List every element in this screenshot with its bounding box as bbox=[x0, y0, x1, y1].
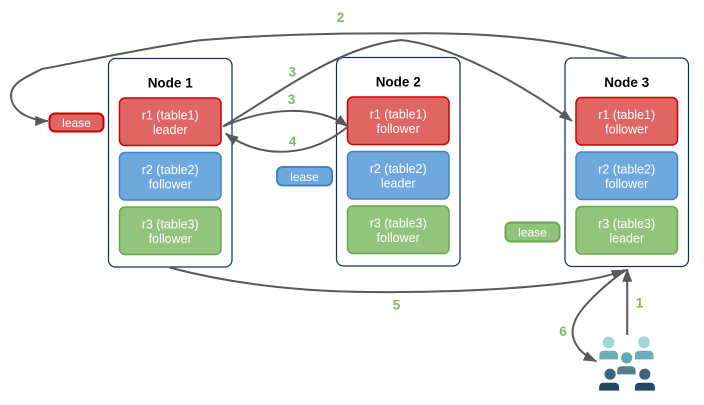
svg-text:r1 (table1): r1 (table1) bbox=[142, 109, 199, 123]
svg-text:Node 3: Node 3 bbox=[604, 75, 650, 90]
svg-text:follower: follower bbox=[149, 178, 192, 192]
svg-text:r3 (table3): r3 (table3) bbox=[142, 218, 199, 232]
svg-text:leader: leader bbox=[381, 177, 416, 191]
svg-text:Node 1: Node 1 bbox=[148, 75, 194, 90]
svg-text:follower: follower bbox=[377, 231, 420, 245]
svg-text:r3 (table3): r3 (table3) bbox=[370, 217, 427, 231]
svg-text:6: 6 bbox=[559, 324, 567, 339]
svg-text:lease: lease bbox=[62, 116, 91, 130]
svg-text:r2 (table2): r2 (table2) bbox=[142, 163, 199, 177]
svg-text:follower: follower bbox=[149, 232, 192, 246]
svg-text:lease: lease bbox=[518, 226, 547, 240]
svg-text:r1 (table1): r1 (table1) bbox=[598, 108, 655, 122]
svg-text:3: 3 bbox=[288, 64, 296, 79]
svg-text:r1 (table1): r1 (table1) bbox=[370, 108, 427, 122]
svg-text:follower: follower bbox=[605, 123, 648, 137]
svg-text:1: 1 bbox=[636, 296, 644, 311]
svg-text:follower: follower bbox=[605, 177, 648, 191]
svg-text:Node 2: Node 2 bbox=[376, 74, 421, 89]
svg-text:4: 4 bbox=[289, 134, 297, 149]
svg-text:3: 3 bbox=[288, 92, 296, 107]
svg-text:leader: leader bbox=[609, 232, 644, 246]
svg-text:leader: leader bbox=[153, 123, 188, 137]
svg-text:2: 2 bbox=[337, 10, 345, 25]
svg-text:5: 5 bbox=[393, 298, 401, 313]
svg-text:r2 (table2): r2 (table2) bbox=[598, 163, 655, 177]
svg-text:follower: follower bbox=[377, 122, 420, 136]
svg-text:lease: lease bbox=[290, 170, 319, 184]
svg-text:r2 (table2): r2 (table2) bbox=[370, 162, 427, 176]
svg-text:r3 (table3): r3 (table3) bbox=[598, 217, 655, 231]
